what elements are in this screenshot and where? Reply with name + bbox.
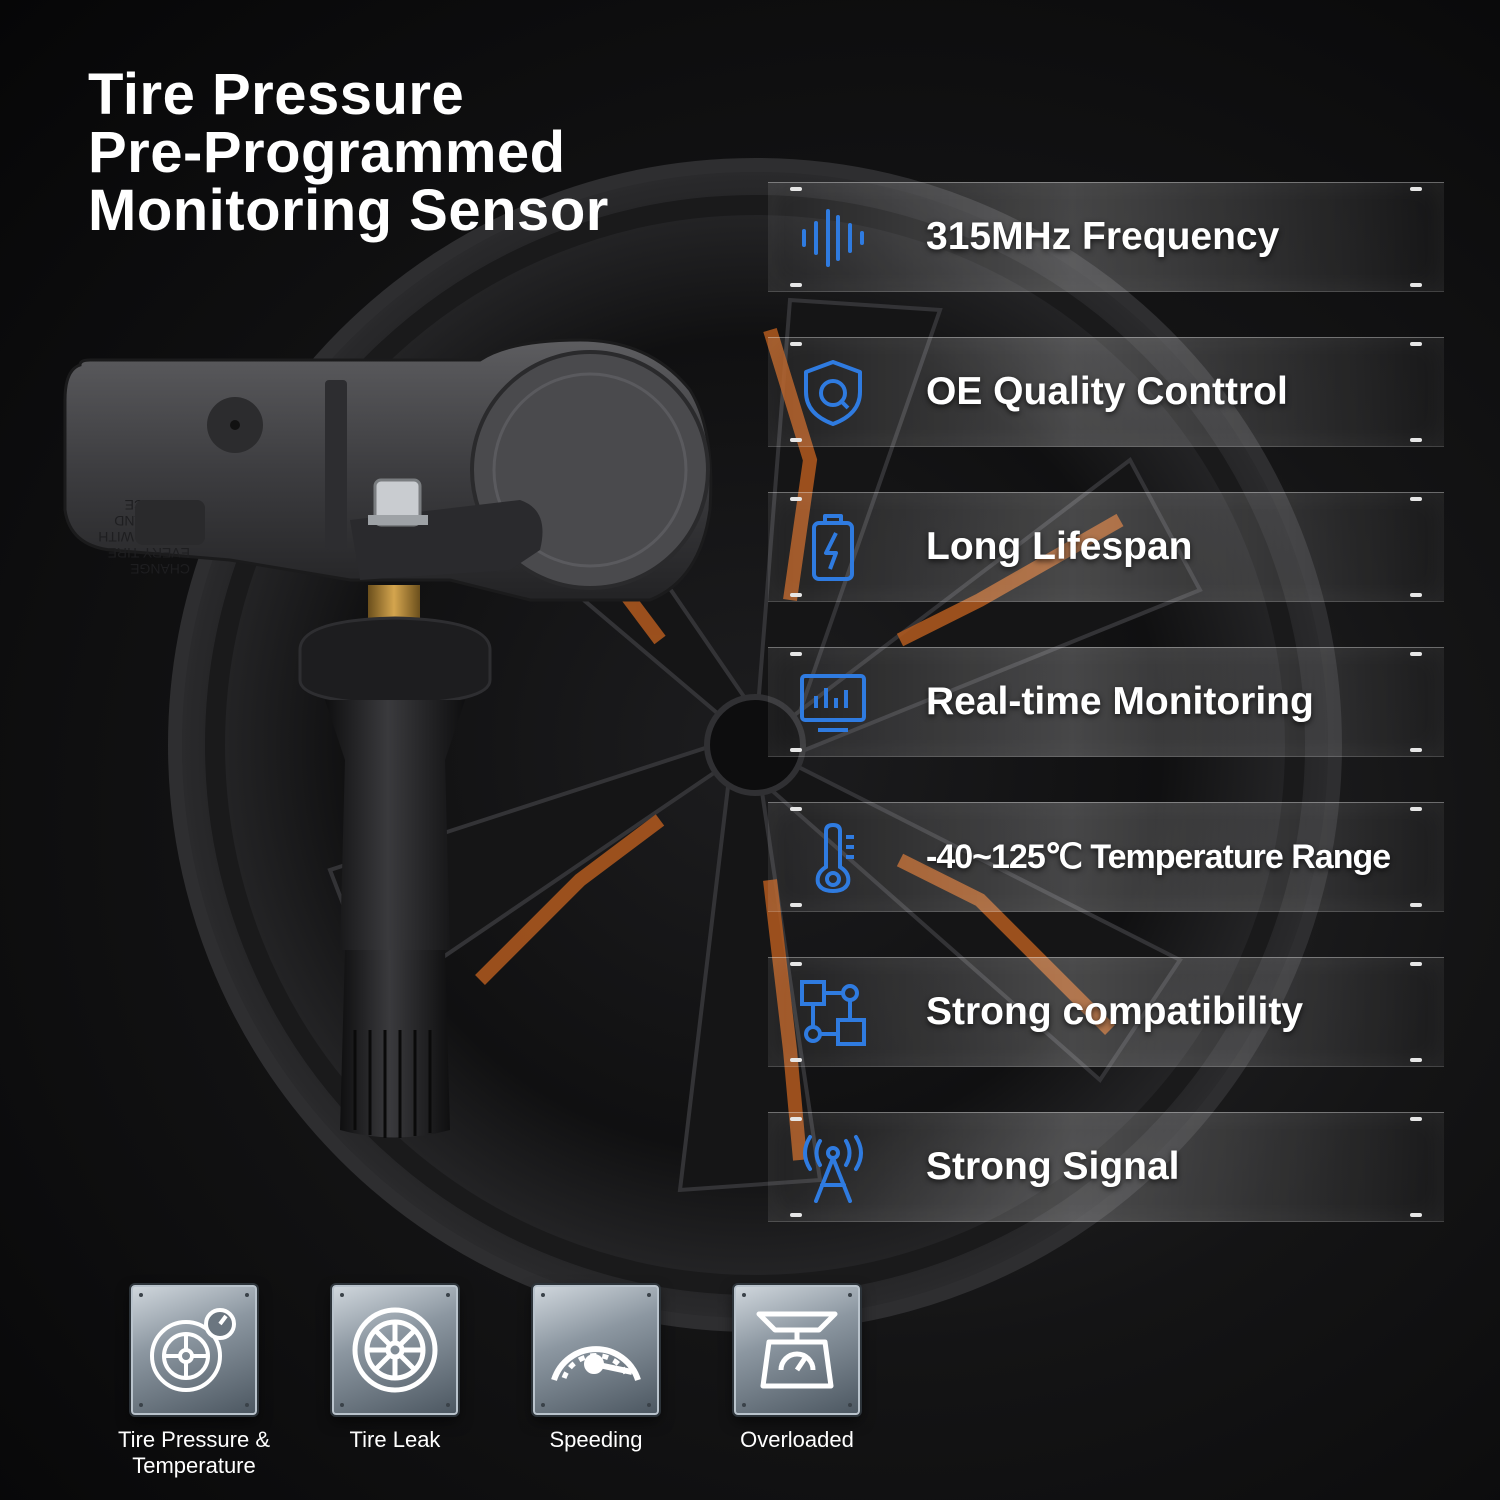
network-nodes-icon xyxy=(800,980,866,1046)
badge-tire-pressure: Tire Pressure & Temperature xyxy=(94,1285,294,1479)
antenna-tower-icon xyxy=(803,1135,863,1203)
tpms-sensor-product: REPLACE VALVE AND SCREW WITH EVERY TIRE … xyxy=(63,338,713,1138)
battery-icon xyxy=(812,514,854,581)
sensor-text-5: CHANGE xyxy=(130,561,190,577)
feature-row-temperature: -40~125℃ Temperature Range xyxy=(768,802,1444,912)
feature-row-quality: OE Quality Conttrol xyxy=(768,337,1444,447)
feature-row-compatibility: Strong compatibility xyxy=(768,957,1444,1067)
badge-overloaded: Overloaded xyxy=(697,1285,897,1453)
page-title: Tire Pressure Pre-Programmed Monitoring … xyxy=(88,66,609,240)
feature-row-lifespan: Long Lifespan xyxy=(768,492,1444,602)
speedometer-icon xyxy=(551,1346,641,1381)
feature-row-signal: Strong Signal xyxy=(768,1112,1444,1222)
tire-gauge-icon xyxy=(150,1308,236,1392)
scale-icon xyxy=(756,1311,838,1389)
feature-label: Strong compatibility xyxy=(926,990,1304,1033)
feature-label: -40~125℃ Temperature Range xyxy=(926,838,1391,876)
title-line-3: Monitoring Sensor xyxy=(88,178,609,243)
feature-label: Real-time Monitoring xyxy=(926,680,1314,723)
badge-label: Tire Leak xyxy=(349,1427,441,1452)
shield-q-icon xyxy=(804,360,862,426)
sound-wave-icon xyxy=(802,209,864,267)
badge-label: Overloaded xyxy=(740,1427,854,1452)
title-line-2: Pre-Programmed xyxy=(88,120,566,185)
thermometer-icon xyxy=(815,823,854,893)
title-line-1: Tire Pressure xyxy=(88,62,465,127)
monitor-chart-icon xyxy=(800,674,866,732)
feature-row-monitoring: Real-time Monitoring xyxy=(768,647,1444,757)
tire-wheel-icon xyxy=(352,1307,438,1393)
badge-label: Tire Pressure & Temperature xyxy=(117,1427,270,1478)
badge-tire-leak: Tire Leak xyxy=(295,1285,495,1453)
feature-label: Long Lifespan xyxy=(926,525,1193,568)
feature-label: 315MHz Frequency xyxy=(926,215,1280,258)
feature-row-frequency: 315MHz Frequency xyxy=(768,182,1444,292)
feature-label: Strong Signal xyxy=(926,1145,1180,1188)
badge-speeding: Speeding xyxy=(496,1285,696,1453)
badge-label: Speeding xyxy=(549,1427,643,1452)
sensor-text-4: EVERY TIRE xyxy=(108,545,190,561)
feature-label: OE Quality Conttrol xyxy=(926,370,1288,413)
